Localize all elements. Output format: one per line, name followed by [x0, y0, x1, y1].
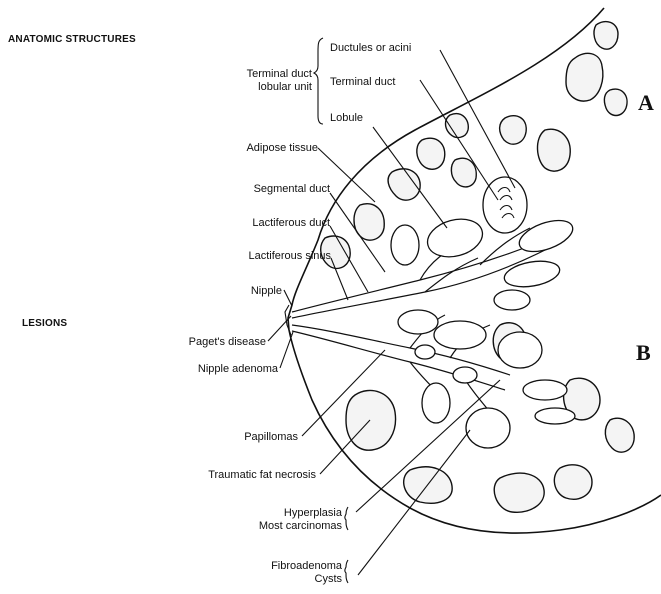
heading-lesions: LESIONS	[22, 318, 67, 329]
label-terminal-duct-unit-line2: lobular unit	[258, 81, 312, 93]
panel-letter-a: A	[638, 90, 654, 115]
heading-anatomic-structures: ANATOMIC STRUCTURES	[8, 34, 136, 45]
panel-letter-b: B	[636, 340, 651, 365]
label-nipple: Nipple	[251, 285, 282, 297]
label-nipple-adenoma: Nipple adenoma	[198, 363, 279, 375]
label-lobule: Lobule	[330, 112, 363, 124]
label-adipose-tissue: Adipose tissue	[246, 142, 318, 154]
label-most-carcinomas: Most carcinomas	[259, 520, 343, 532]
label-cysts: Cysts	[315, 573, 343, 585]
label-papillomas: Papillomas	[244, 431, 298, 443]
label-lactiferous-sinus: Lactiferous sinus	[248, 250, 331, 262]
label-pagets-disease: Paget's disease	[189, 336, 266, 348]
label-ductules-or-acini: Ductules or acini	[330, 42, 411, 54]
glandular-lobules	[391, 177, 577, 448]
label-segmental-duct: Segmental duct	[254, 183, 330, 195]
label-hyperplasia: Hyperplasia	[284, 507, 343, 519]
label-fibroadenoma: Fibroadenoma	[271, 560, 343, 572]
label-terminal-duct-unit-line1: Terminal duct	[247, 68, 312, 80]
label-traumatic-fat-necrosis: Traumatic fat necrosis	[208, 469, 316, 481]
label-terminal-duct: Terminal duct	[330, 76, 395, 88]
label-lactiferous-duct: Lactiferous duct	[252, 217, 330, 229]
